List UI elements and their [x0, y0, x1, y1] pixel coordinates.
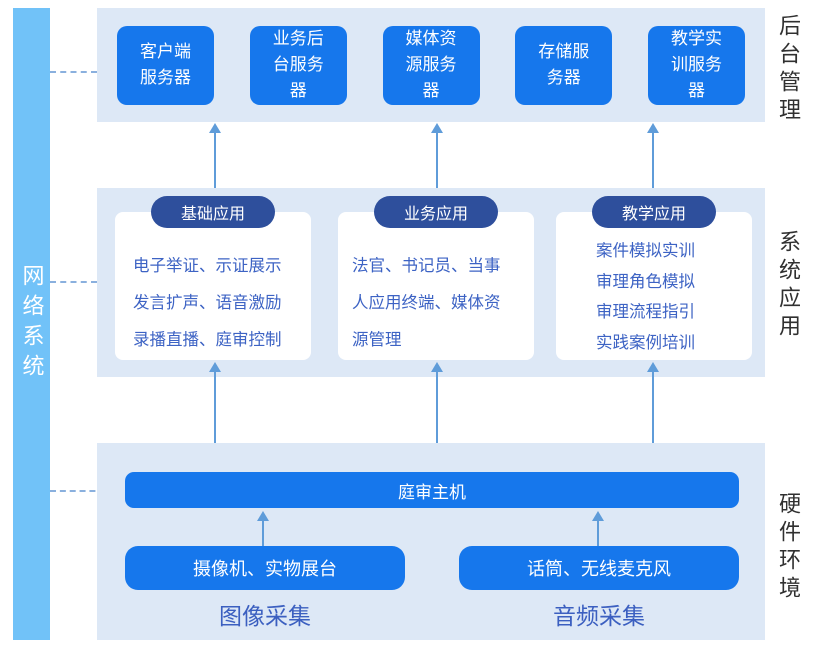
text-line: 训服务 — [671, 55, 722, 74]
server-box-storage: 存储服务器 — [515, 25, 613, 105]
category-label-audio-capture: 音频采集 — [553, 603, 645, 629]
text-line: 服务器 — [140, 68, 191, 87]
dashed-connector-hardware — [50, 490, 125, 492]
text-line: 媒体资 — [405, 29, 457, 48]
text-line: 业务后 — [272, 29, 324, 48]
text-line: 案件模拟实训 — [596, 242, 695, 260]
card-business-application-body: 法官、书记员、当事人应用终端、媒体资源管理 — [338, 212, 534, 359]
server-box-business: 业务后台服务器 — [249, 25, 347, 105]
side-label-backend-management: 后台管理 — [776, 14, 801, 126]
server-box-training: 教学实训服务器 — [648, 25, 745, 105]
pill-teaching-application: 教学应用 — [592, 196, 716, 228]
text-line: 源管理 — [352, 331, 402, 349]
card-teaching-application-body: 案件模拟实训审理角色模拟审理流程指引实践案例培训 — [556, 212, 752, 358]
arrow-up-mic-to-host — [592, 511, 604, 546]
text-line: 器 — [688, 81, 705, 100]
text-line: 人应用终端、媒体资 — [352, 294, 501, 312]
side-label-hardware-environment: 硬件环境 — [776, 492, 801, 604]
text-line: 录播直播、庭审控制 — [133, 331, 282, 349]
card-basic-application-body: 电子举证、示证展示发言扩声、语音激励录播直播、庭审控制 — [115, 212, 311, 359]
server-row: 客户端服务器 业务后台服务器 媒体资源服务器 存储服务器 教学实训服务器 — [117, 8, 745, 122]
text-line: 器 — [289, 81, 307, 100]
text-line: 客户端 — [140, 42, 191, 61]
text-line: 电子举证、示证展示 — [133, 257, 282, 275]
network-system-bar: 网络系统 — [13, 8, 50, 640]
arrow-up-app-to-backend-1 — [209, 123, 221, 188]
text-line: 发言扩声、语音激励 — [133, 294, 282, 312]
category-label-image-capture: 图像采集 — [219, 603, 311, 629]
network-system-label: 网络系统 — [19, 264, 45, 384]
text-line: 台服务 — [272, 55, 324, 74]
server-box-client: 客户端服务器 — [117, 25, 214, 105]
side-label-system-application: 系统应用 — [776, 230, 801, 342]
text-line: 存储服 — [538, 42, 590, 61]
arrow-up-camera-to-host — [257, 511, 269, 546]
text-line: 器 — [422, 81, 440, 100]
trial-host-bar: 庭审主机 — [125, 472, 739, 508]
pill-basic-application: 基础应用 — [151, 196, 275, 228]
device-box-camera: 摄像机、实物展台 — [125, 546, 405, 590]
text-line: 审理流程指引 — [596, 303, 695, 321]
dashed-connector-application — [50, 281, 97, 283]
text-line: 实践案例培训 — [596, 333, 695, 352]
arrow-up-app-to-backend-3 — [647, 123, 659, 188]
text-line: 法官、书记员、当事 — [352, 257, 501, 275]
card-teaching-application: 教学应用 案件模拟实训审理角色模拟审理流程指引实践案例培训 — [556, 196, 752, 360]
server-box-media: 媒体资源服务器 — [382, 25, 480, 105]
text-line: 源服务 — [405, 55, 457, 74]
dashed-connector-backend — [50, 71, 97, 73]
card-business-application: 业务应用 法官、书记员、当事人应用终端、媒体资源管理 — [338, 196, 534, 360]
text-line: 教学实 — [671, 29, 722, 48]
text-line: 务器 — [546, 68, 581, 87]
arrow-up-app-to-backend-2 — [431, 123, 443, 188]
card-basic-application: 基础应用 电子举证、示证展示发言扩声、语音激励录播直播、庭审控制 — [115, 196, 311, 360]
pill-business-application: 业务应用 — [374, 196, 498, 228]
text-line: 审理角色模拟 — [596, 272, 695, 291]
device-box-microphone: 话筒、无线麦克风 — [459, 546, 739, 590]
